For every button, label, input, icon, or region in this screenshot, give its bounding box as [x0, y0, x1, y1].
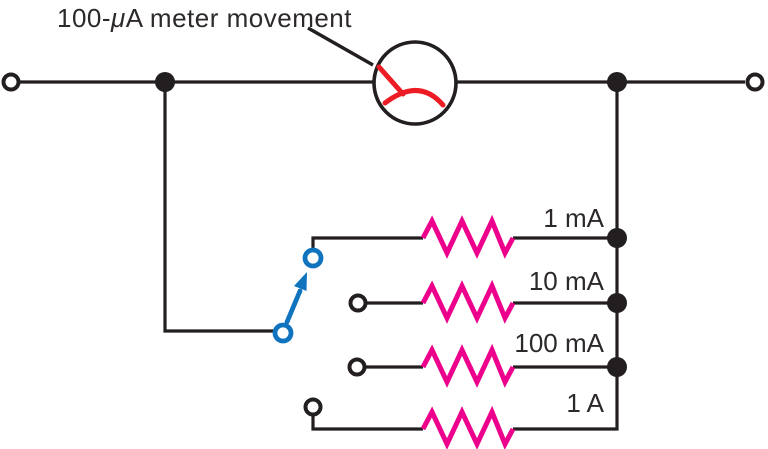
- input-terminal-left: [1, 72, 21, 92]
- open-terminals: [1, 72, 765, 417]
- contact-terminal-10ma: [348, 293, 368, 313]
- junction-dot-top-left: [155, 72, 175, 92]
- resistor-zigzag-icon: [420, 343, 516, 388]
- junction-dot-10ma: [607, 293, 627, 313]
- meter-needle: [376, 64, 406, 97]
- resistor-zigzag-icon: [420, 214, 516, 259]
- shunt-resistor-1ma: [420, 214, 516, 259]
- meter-movement-icon: [372, 40, 458, 126]
- input-terminal-right: [745, 72, 765, 92]
- resistor-zigzag-icon: [420, 279, 516, 324]
- label-leader-line: [307, 26, 374, 67]
- junction-dots: [155, 72, 627, 377]
- range4-left-wire: [311, 415, 423, 431]
- range-label-10ma: 10 mA: [529, 266, 605, 296]
- meter-body-circle: [372, 40, 458, 126]
- meter-movement-label: 100-μA meter movement: [57, 3, 352, 33]
- switch-arrowhead-icon: [294, 272, 307, 291]
- shunt-resistor-10ma: [420, 279, 516, 324]
- shunt-resistor-1a: [420, 405, 516, 449]
- range-label-1ma: 1 mA: [543, 203, 604, 233]
- right-bus-wire: [513, 82, 619, 431]
- junction-dot-top-right: [607, 72, 627, 92]
- switch-pole-circle: [272, 322, 294, 344]
- range-label-100ma: 100 mA: [514, 328, 604, 358]
- left-branch-wire: [163, 82, 274, 333]
- range-label-1a: 1 A: [566, 388, 604, 418]
- circuit-wiring: [20, 80, 745, 431]
- switch-contact-1ma-circle: [302, 247, 324, 269]
- range1-left-wire: [311, 236, 423, 249]
- contact-terminal-100ma: [347, 357, 367, 377]
- junction-dot-1ma: [607, 228, 627, 248]
- resistor-zigzag-icon: [420, 405, 516, 449]
- shunt-resistor-100ma: [420, 343, 516, 388]
- contact-terminal-1a: [303, 397, 323, 417]
- range-selector-switch: [272, 247, 324, 344]
- junction-dot-100ma: [607, 357, 627, 377]
- meter-scale-arc: [382, 88, 446, 108]
- switch-arm: [284, 288, 303, 325]
